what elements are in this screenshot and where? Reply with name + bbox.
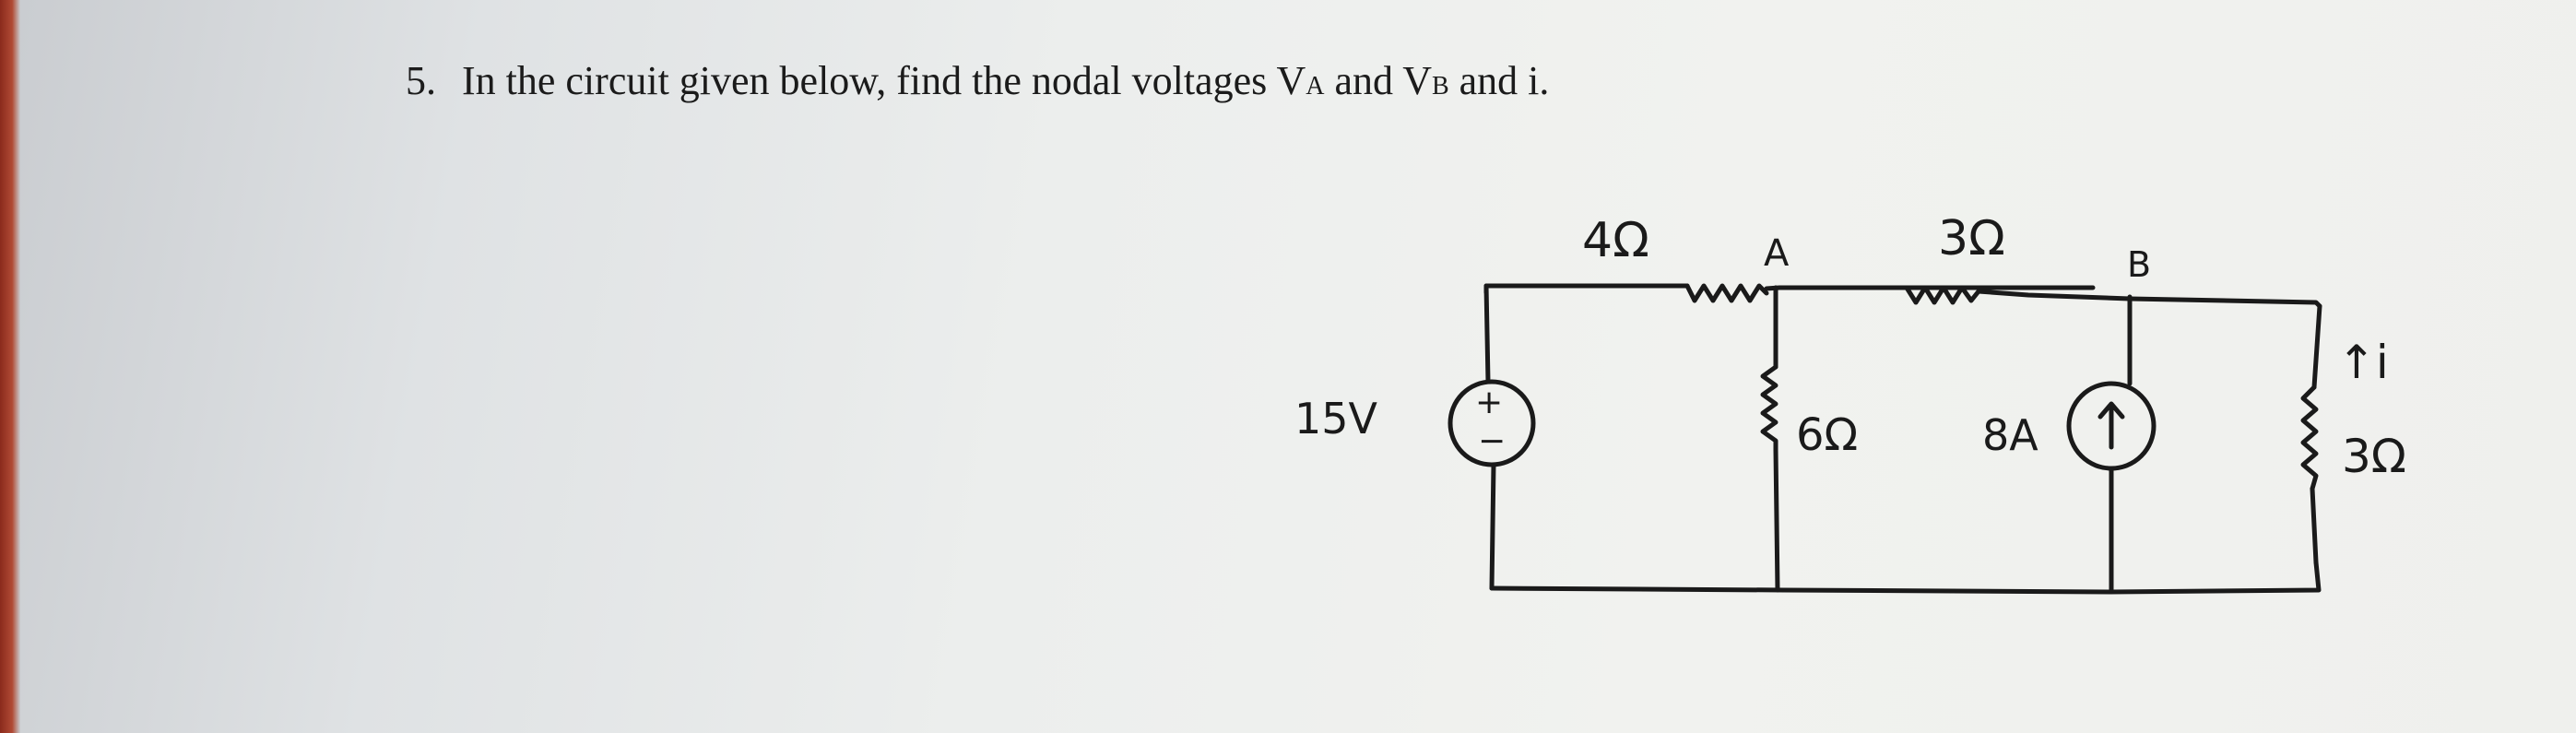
wire-right-upper [2311, 303, 2322, 390]
question-text-before: In the circuit given below, find the nod… [462, 58, 1306, 103]
node-a-label: A [1764, 232, 1790, 275]
branch-current-label: ↑i [2337, 336, 2389, 389]
r1-label: 4Ω [1582, 213, 1649, 268]
resistor-3ohm-right [2300, 384, 2319, 491]
resistor-3ohm-top [1904, 285, 1981, 305]
question-text-mid: and V [1324, 58, 1432, 103]
resistor-6ohm [1760, 364, 1778, 453]
r2-label: 3Ω [1938, 211, 2005, 266]
source-minus-sign: − [1478, 422, 1506, 460]
question-text: 5. In the circuit given below, find the n… [406, 57, 1549, 104]
current-source-label: 8A [1982, 410, 2038, 460]
wire-6ohm-down [1773, 447, 1780, 593]
r3-label: 6Ω [1796, 409, 1858, 461]
wire-left-upper [1483, 283, 1491, 384]
wire-bottom [1489, 560, 2322, 595]
subscript-a: A [1306, 72, 1325, 100]
wire-to-node-a [1764, 285, 1919, 291]
question-number: 5. [406, 58, 436, 103]
source-plus-sign: + [1475, 384, 1503, 421]
current-arrow-icon [2097, 401, 2125, 450]
node-b-label: B [2127, 244, 2151, 285]
wire-to-node-b [1976, 289, 2322, 309]
page-edge [0, 0, 20, 733]
r4-label: 3Ω [2342, 430, 2406, 483]
question-text-after: and i. [1448, 58, 1550, 103]
wire-top-left [1483, 283, 1690, 295]
wire-right-lower [2310, 486, 2319, 565]
resistor-4ohm [1684, 283, 1769, 303]
source-voltage-label: 15V [1294, 394, 1378, 443]
subscript-b: B [1431, 72, 1449, 100]
wire-left-lower [1489, 462, 1496, 591]
